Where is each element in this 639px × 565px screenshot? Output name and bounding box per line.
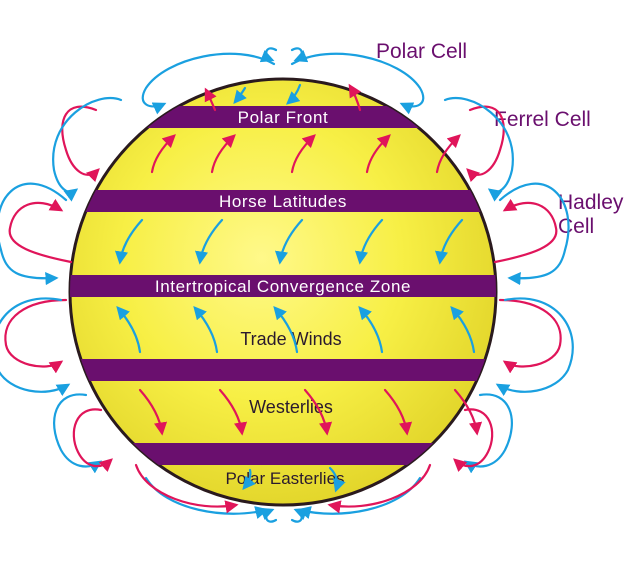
band-horse-latitudes — [70, 190, 496, 212]
red-arrow-icon — [138, 388, 168, 436]
blue-arrow-icon — [290, 47, 309, 63]
blue-arrow-icon — [434, 218, 464, 265]
red-arrow-icon — [218, 388, 248, 436]
band-south-polar-front — [70, 443, 496, 465]
polar-front-label: Polar Front — [238, 108, 329, 127]
blue-arrow-icon — [286, 83, 302, 105]
mirrored-cell-loop — [53, 393, 103, 474]
red-arrow-icon — [290, 134, 316, 174]
mirrored-cell-loop — [0, 182, 68, 286]
blue-arrow-icon — [354, 218, 384, 265]
mirrored-cell-loop — [0, 297, 71, 397]
red-arrow-icon — [435, 134, 461, 174]
band-south-horse-latitudes — [70, 359, 496, 381]
blue-arrow-icon — [233, 86, 247, 105]
red-arrow-icon — [4, 298, 68, 374]
blue-arrow-icon — [141, 52, 276, 115]
blue-arrow-icon — [193, 306, 219, 354]
blue-arrow-icon — [114, 218, 144, 265]
blue-arrow-icon — [259, 47, 278, 63]
mirrored-cell-loop — [52, 97, 123, 202]
red-arrow-icon — [498, 298, 562, 374]
hadley-cell-label-line2: Cell — [558, 215, 594, 238]
red-arrow-icon — [303, 388, 333, 436]
blue-arrow-icon — [290, 52, 425, 115]
red-arrow-icon — [8, 198, 73, 264]
blue-arrow-icon — [259, 507, 278, 523]
band-itcz — [70, 275, 496, 297]
itcz-label: Intertropical Convergence Zone — [155, 277, 411, 296]
blue-arrow-icon — [274, 218, 304, 265]
ferrel-cell-label: Ferrel Cell — [494, 108, 591, 131]
blue-arrow-icon — [290, 507, 309, 523]
band-polar-front — [70, 106, 496, 128]
blue-arrow-icon — [116, 306, 142, 354]
red-arrow-icon — [466, 105, 505, 183]
mirrored-cell-loop — [61, 105, 100, 183]
blue-arrow-icon — [0, 182, 68, 286]
red-arrow-icon — [61, 105, 100, 183]
mirrored-cell-loop — [72, 408, 113, 472]
trade-winds-label: Trade Winds — [240, 329, 341, 349]
red-arrow-icon — [327, 463, 432, 514]
horse-latitudes-label: Horse Latitudes — [219, 192, 347, 211]
blue-arrow-icon — [443, 97, 514, 202]
blue-arrow-icon — [328, 466, 346, 493]
red-arrow-icon — [150, 134, 176, 174]
red-arrow-icon — [383, 388, 413, 436]
polar-cell-label: Polar Cell — [376, 40, 467, 63]
blue-arrow-icon — [495, 297, 574, 397]
blue-arrow-icon — [273, 306, 299, 354]
blue-arrow-icon — [53, 393, 103, 474]
red-arrow-icon — [348, 83, 362, 112]
red-arrow-icon — [453, 388, 483, 436]
blue-arrow-icon — [242, 468, 256, 491]
latitude-bands — [70, 106, 496, 465]
mirrored-cell-loop — [141, 52, 276, 115]
mirrored-cell-loop — [134, 463, 239, 514]
red-arrow-icon — [365, 134, 391, 174]
blue-arrow-icon — [358, 306, 384, 354]
blue-arrow-icon — [463, 393, 513, 474]
red-arrow-icon — [453, 408, 494, 472]
mirrored-cell-loop — [4, 298, 68, 374]
surface-wind-arrows — [114, 83, 483, 493]
red-arrow-icon — [210, 134, 236, 174]
circulation-cell-loops — [0, 47, 574, 523]
mirrored-cell-loop — [8, 198, 73, 264]
red-arrow-icon — [72, 408, 113, 472]
westerlies-label: Westerlies — [249, 397, 333, 417]
blue-arrow-icon — [0, 297, 71, 397]
polar-easterlies-label: Polar Easterlies — [225, 469, 344, 488]
blue-arrow-icon — [498, 182, 570, 286]
red-arrow-icon — [204, 87, 217, 112]
blue-arrow-icon — [194, 218, 224, 265]
red-arrow-icon — [134, 463, 239, 514]
blue-arrow-icon — [450, 306, 476, 354]
blue-arrow-icon — [52, 97, 123, 202]
red-arrow-icon — [493, 198, 558, 264]
hadley-cell-label-line1: Hadley — [558, 191, 624, 214]
